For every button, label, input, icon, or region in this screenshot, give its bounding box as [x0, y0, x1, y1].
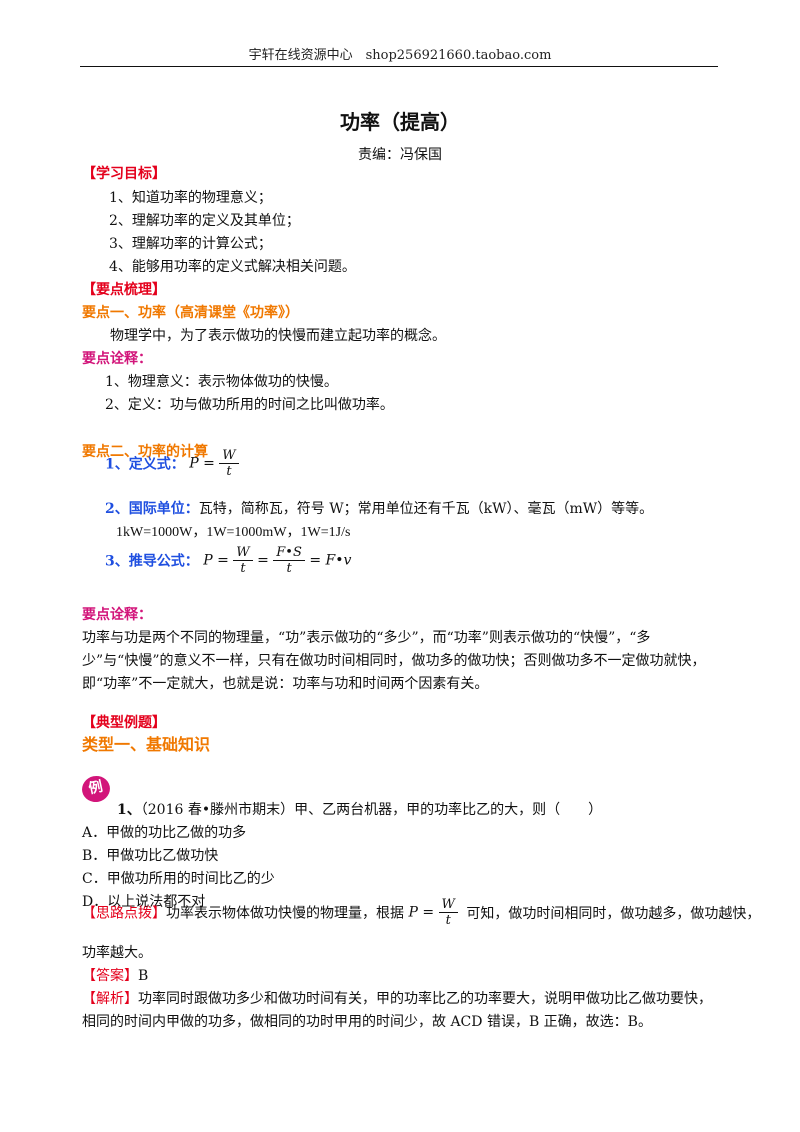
goal-item: 1、知道功率的物理意义；: [109, 190, 272, 206]
analysis-tag: 【解析】: [82, 991, 138, 1007]
formula-equals: =: [257, 552, 269, 569]
explain1-heading: 要点诠释：: [82, 351, 152, 367]
editor-credit: 责编：冯保国: [358, 147, 442, 163]
explain2-line: 少”与“快慢”的意义不一样，只有在做功时间相同时，做功多的做功快；否则做功多不一…: [82, 653, 706, 669]
explain1-item: 2、定义：功与做功所用的时间之比叫做功率。: [105, 397, 394, 413]
analysis-line: 【解析】功率同时跟做功多少和做功时间有关，甲的功率比乙的功率要大，说明甲做功比乙…: [82, 988, 712, 1008]
fraction-denominator: t: [273, 560, 305, 576]
hint-tag: 【思路点拨】: [82, 905, 166, 922]
question-line: 1、（2016 春•滕州市期末）甲、乙两台机器，甲的功率比乙的大，则（ ）: [117, 799, 602, 819]
fraction-numerator: F•S: [276, 545, 302, 560]
page-header: 宇轩在线资源中心 shop256921660.taobao.com: [248, 48, 552, 63]
point1-heading: 要点一、功率（高清课堂《功率》）: [82, 305, 299, 321]
analysis-text: 功率同时跟做功多少和做功时间有关，甲的功率比乙的功率要大，说明甲做功比乙做功要快…: [138, 991, 712, 1007]
points-heading: 【要点梳理】: [82, 282, 166, 298]
explain2-line: 即“功率”不一定就大，也就是说：功率与功和时间两个因素有关。: [82, 676, 489, 692]
formula-fraction: W t: [438, 897, 458, 928]
derived-label: 3、推导公式：: [105, 553, 199, 570]
goals-heading: 【学习目标】: [82, 166, 166, 182]
hint-post: 可知，做功时间相同时，做功越多，做功越快，: [466, 905, 761, 922]
question-text: （2016 春•滕州市期末）甲、乙两台机器，甲的功率比乙的大，则（ ）: [140, 802, 603, 818]
unit-label: 2、国际单位：: [105, 501, 199, 517]
example-badge: 例: [79, 773, 113, 805]
explain2-line: 功率与功是两个不同的物理量，“功”表示做功的“多少”，而“功率”则表示做功的“快…: [82, 630, 651, 646]
fraction-denominator: t: [219, 463, 239, 479]
fraction-denominator: t: [233, 560, 253, 576]
answer-tag: 【答案】: [82, 968, 138, 984]
formula-tail: = F•v: [309, 552, 352, 569]
option-item: D．以上说法都不对: [82, 894, 206, 910]
formula-equals: =: [422, 904, 435, 921]
question-number: 1、: [117, 802, 141, 818]
option-item: B．甲做功比乙做功快: [82, 848, 219, 864]
formula-fraction: W t: [233, 545, 253, 576]
formula-symbol: P: [189, 455, 199, 472]
header-rule: [80, 66, 718, 67]
unit-text: 瓦特，简称瓦，符号 W；常用单位还有千瓦（kW）、毫瓦（mW）等等。: [198, 501, 654, 517]
formula-equals: =: [217, 552, 229, 569]
derived-formula: 3、推导公式： P = W t = F•S t = F•v: [105, 545, 351, 576]
explain2-heading: 要点诠释：: [82, 607, 152, 623]
hint-pre: 功率表示物体做功快慢的物理量，根据: [166, 905, 404, 922]
definition-label: 1、定义式：: [105, 456, 185, 473]
hint-line2: 功率越大。: [82, 945, 152, 961]
answer-value: B: [138, 968, 149, 984]
fraction-numerator: W: [222, 448, 236, 463]
answer-line: 【答案】B: [82, 965, 148, 985]
examples-heading: 【典型例题】: [82, 715, 166, 731]
fraction-numerator: W: [441, 897, 455, 912]
formula-fraction: W t: [219, 448, 239, 479]
formula-symbol: P: [408, 904, 418, 921]
definition-formula: 1、定义式： P = W t: [105, 448, 239, 479]
fraction-numerator: W: [236, 545, 250, 560]
fraction-denominator: t: [438, 912, 458, 928]
hint-line: 【思路点拨】功率表示物体做功快慢的物理量，根据 P = W t 可知，做功时间相…: [82, 897, 760, 928]
formula-fraction: F•S t: [273, 545, 305, 576]
formula-symbol: P: [203, 552, 213, 569]
option-item: C．甲做功所用的时间比乙的少: [82, 871, 275, 887]
goal-item: 3、理解功率的计算公式；: [109, 236, 272, 252]
explain1-item: 1、物理意义：表示物体做功的快慢。: [105, 374, 338, 390]
goal-item: 4、能够用功率的定义式解决相关问题。: [109, 259, 356, 275]
point2-heading: 要点二、功率的计算: [82, 444, 208, 460]
unit-line: 2、国际单位：瓦特，简称瓦，符号 W；常用单位还有千瓦（kW）、毫瓦（mW）等等…: [105, 498, 653, 518]
analysis-line2: 相同的时间内甲做的功多，做相同的功时甲用的时间少，故 ACD 错误，B 正确，故…: [82, 1014, 652, 1030]
document-title: 功率（提高）: [340, 110, 460, 134]
unit-conversion: 1kW=1000W，1W=1000mW，1W=1J/s: [116, 525, 351, 540]
goal-item: 2、理解功率的定义及其单位；: [109, 213, 300, 229]
option-item: A．甲做的功比乙做的功多: [82, 825, 247, 841]
formula-equals: =: [203, 455, 215, 472]
point1-text: 物理学中，为了表示做功的快慢而建立起功率的概念。: [110, 328, 446, 344]
type1-heading: 类型一、基础知识: [82, 735, 211, 754]
